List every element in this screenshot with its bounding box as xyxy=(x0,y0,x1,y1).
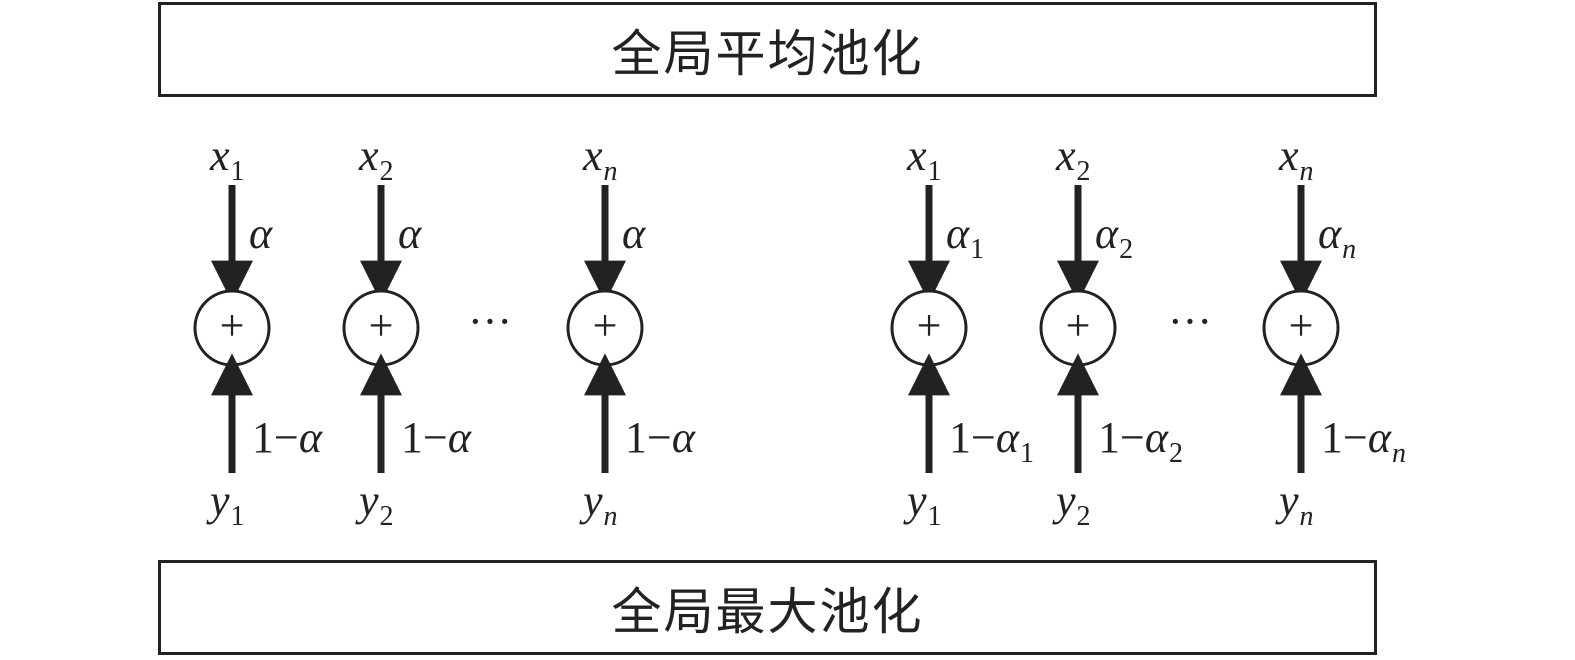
input-x-label: x2 xyxy=(1055,131,1091,187)
weight-one-minus-alpha-label: 1−α2 xyxy=(1098,413,1183,469)
input-x-label: xn xyxy=(1278,131,1314,187)
global-max-pooling-label: 全局最大池化 xyxy=(611,582,924,641)
left-node-2: x2α+1−αy2 xyxy=(342,131,472,532)
global-max-pooling-box: 全局最大池化 xyxy=(158,560,1377,655)
weight-alpha-label: α1 xyxy=(946,209,984,265)
input-x-label: x1 xyxy=(209,131,245,187)
ellipsis: ··· xyxy=(1168,297,1212,346)
weight-alpha-label: α2 xyxy=(1095,209,1133,265)
weight-one-minus-alpha-label: 1−α xyxy=(625,413,696,462)
input-x-label: x2 xyxy=(358,131,394,187)
input-y-label: y1 xyxy=(206,476,245,532)
weight-alpha-label: α xyxy=(398,209,422,258)
input-y-label: y2 xyxy=(355,476,394,532)
input-y-label: yn xyxy=(1275,476,1314,532)
weight-alpha-label: α xyxy=(249,209,273,258)
input-x-label: x1 xyxy=(906,131,942,187)
weight-one-minus-alpha-label: 1−αn xyxy=(1321,413,1406,469)
input-y-label: yn xyxy=(579,476,618,532)
weight-one-minus-alpha-label: 1−α xyxy=(252,413,323,462)
weight-alpha-label: α xyxy=(622,209,646,258)
left-node-3: xnα+1−αyn xyxy=(566,131,696,532)
plus-icon: + xyxy=(1066,301,1091,350)
plus-icon: + xyxy=(917,301,942,350)
plus-icon: + xyxy=(593,301,618,350)
input-y-label: y1 xyxy=(903,476,942,532)
global-average-pooling-label: 全局平均池化 xyxy=(611,24,924,83)
input-y-label: y2 xyxy=(1052,476,1091,532)
ellipsis: ··· xyxy=(468,297,512,346)
input-x-label: xn xyxy=(582,131,618,187)
plus-icon: + xyxy=(369,301,394,350)
plus-icon: + xyxy=(1289,301,1314,350)
global-average-pooling-box: 全局平均池化 xyxy=(158,2,1377,97)
weight-one-minus-alpha-label: 1−α xyxy=(401,413,472,462)
left-node-1: x1α+1−αy1 xyxy=(193,131,323,532)
plus-icon: + xyxy=(220,301,245,350)
weight-one-minus-alpha-label: 1−α1 xyxy=(949,413,1034,469)
weight-alpha-label: αn xyxy=(1318,209,1356,265)
